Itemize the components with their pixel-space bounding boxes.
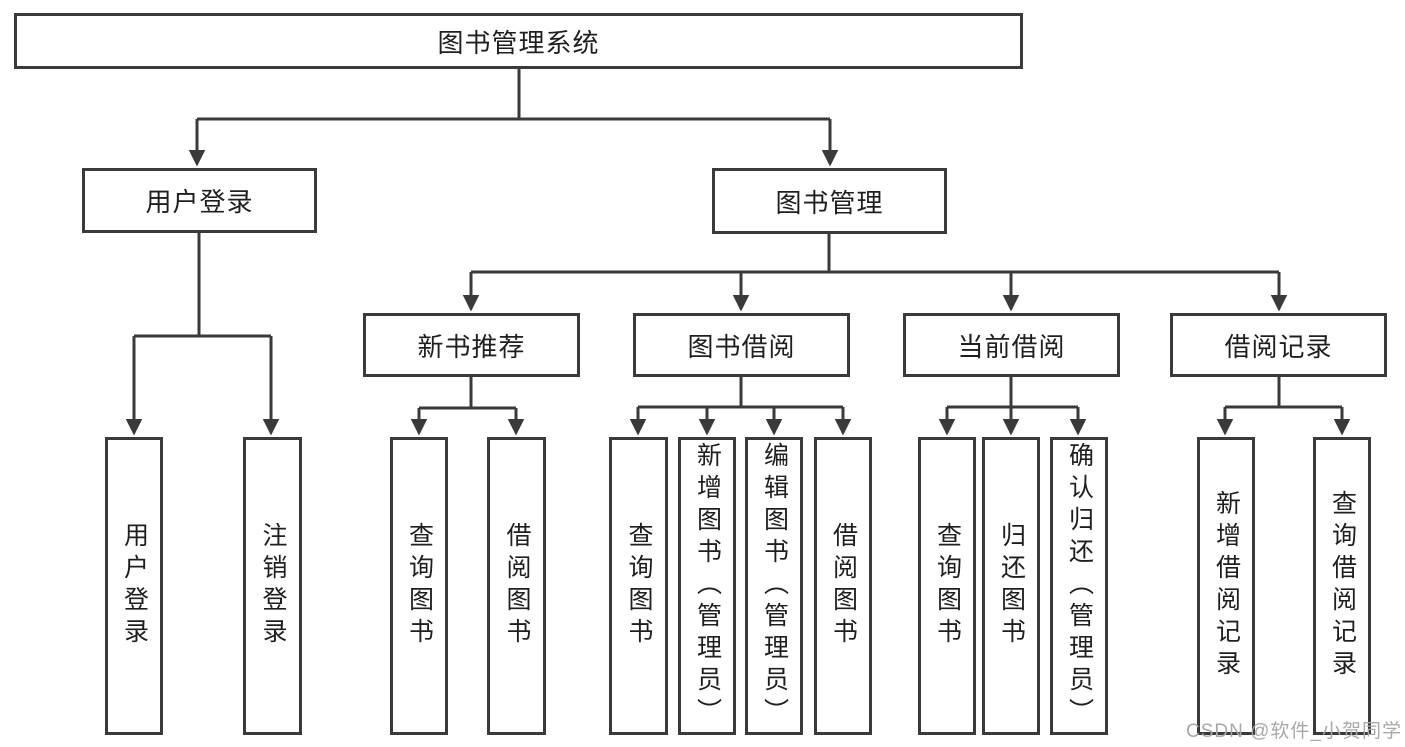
recommend-group-connectors — [410, 377, 525, 436]
node-borrow-records: 借阅记录 — [1170, 313, 1387, 377]
login-branch-connectors — [125, 233, 280, 436]
borrow-group-connectors — [629, 377, 852, 436]
root-to-level2-connectors — [188, 69, 839, 167]
leaf-add-borrow-record: 新增借阅记录 — [1197, 437, 1255, 735]
leaf-confirm-return-admin: 确认归还（管理员） — [1050, 437, 1108, 735]
leaf-add-books-admin: 新增图书（管理员） — [678, 437, 736, 735]
csdn-watermark: CSDN @软件_小贺同学 — [1186, 721, 1402, 742]
node-library-system: 图书管理系统 — [14, 13, 1023, 69]
node-user-login: 用户登录 — [82, 168, 317, 233]
management-branch-connectors — [462, 234, 1288, 312]
leaf-logout: 注销登录 — [243, 437, 302, 735]
leaf-borrow-books-recommend: 借阅图书 — [487, 437, 546, 735]
node-new-book-recommend: 新书推荐 — [363, 313, 580, 377]
leaf-user-login: 用户登录 — [105, 437, 163, 735]
records-group-connectors — [1216, 377, 1351, 436]
leaf-edit-books-admin: 编辑图书（管理员） — [745, 437, 803, 735]
node-book-management: 图书管理 — [712, 168, 947, 234]
leaf-borrow-books: 借阅图书 — [814, 437, 872, 735]
leaf-query-books-borrow: 查询图书 — [609, 437, 668, 735]
node-current-borrow: 当前借阅 — [903, 313, 1120, 377]
node-book-borrow: 图书借阅 — [633, 313, 850, 377]
leaf-return-books: 归还图书 — [982, 437, 1040, 735]
leaf-query-books-recommend: 查询图书 — [390, 437, 448, 735]
leaf-query-books-current: 查询图书 — [918, 437, 976, 735]
leaf-query-borrow-record: 查询借阅记录 — [1313, 437, 1371, 735]
current-group-connectors — [938, 377, 1087, 436]
